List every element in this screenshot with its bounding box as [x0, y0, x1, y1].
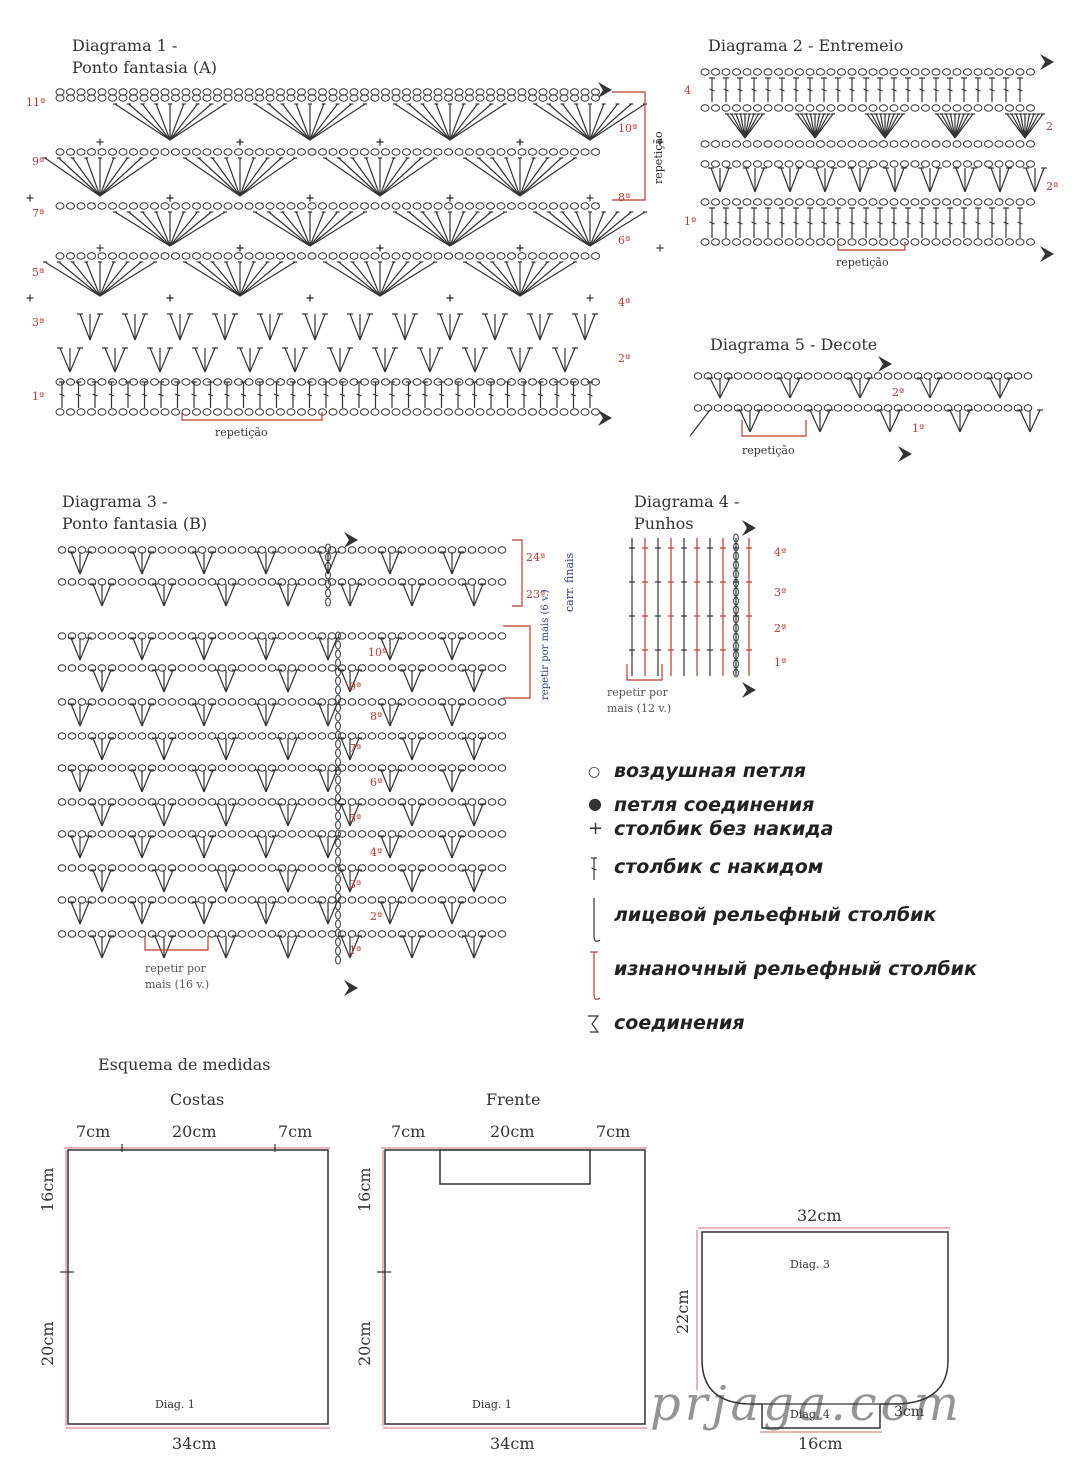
legend-text: столбик без накида: [614, 818, 833, 840]
watermark: prjaga.com: [650, 1376, 963, 1432]
row-number: 7ª: [349, 742, 361, 755]
measure: 20cm: [172, 1122, 217, 1141]
row-number: 1ª: [32, 390, 44, 403]
diagram-4-title: Diagrama 4 -: [634, 492, 739, 511]
row-number: 2ª: [892, 386, 904, 399]
row-number: 5ª: [32, 266, 44, 279]
schema-title: Esquema de medidas: [98, 1055, 271, 1074]
row-number: 1ª: [912, 422, 924, 435]
slip-stitch-icon: ●: [588, 794, 602, 813]
row-number: 4ª: [370, 846, 382, 859]
front-panel-label: Frente: [486, 1090, 540, 1109]
measure: 20cm: [490, 1122, 535, 1141]
repeat-label: mais (16 v.): [145, 978, 209, 991]
repeat-label: repetir por: [607, 686, 668, 699]
side-label: repetir por mais (6 v.): [540, 589, 551, 700]
repeat-side-label: repetição: [652, 131, 665, 184]
row-number: 10ª: [618, 122, 637, 135]
row-number: 7ª: [32, 207, 44, 220]
row-number: 2: [1046, 120, 1053, 133]
row-number: 3ª: [774, 586, 786, 599]
repeat-label: repetição: [836, 256, 889, 269]
measure: 7cm: [278, 1122, 312, 1141]
row-number: 9ª: [349, 680, 361, 693]
row-number: 10ª: [368, 646, 387, 659]
measure: 34cm: [490, 1434, 535, 1453]
back-panel-label: Costas: [170, 1090, 224, 1109]
row-number: 2ª: [774, 622, 786, 635]
diagram-4-chart: [627, 520, 756, 698]
measure: 16cm: [798, 1434, 843, 1453]
diagram-5-title: Diagrama 5 - Decote: [710, 335, 877, 354]
single-crochet-icon: +: [588, 818, 603, 839]
measure: 7cm: [391, 1122, 425, 1141]
row-number: 3ª: [349, 878, 361, 891]
legend-text: изнаночный рельефный столбик: [614, 958, 977, 980]
row-number: 24ª: [526, 551, 545, 564]
row-number: 11ª: [26, 96, 45, 109]
row-number: 1ª: [349, 944, 361, 957]
legend-text: соединения: [614, 1012, 745, 1034]
double-crochet-icon: [588, 856, 602, 1036]
row-number: 4ª: [774, 546, 786, 559]
chain-icon: ○: [588, 764, 600, 780]
row-number: 6ª: [370, 776, 382, 789]
measure: 32cm: [797, 1206, 842, 1225]
row-number: 6ª: [618, 234, 630, 247]
row-number: 3ª: [32, 316, 44, 329]
diagram-1-subtitle: Ponto fantasia (A): [72, 58, 217, 77]
measure: 16cm: [355, 1168, 374, 1213]
diagram-4-subtitle: Punhos: [634, 514, 694, 533]
repeat-label: repetição: [215, 426, 268, 439]
measure: 16cm: [38, 1168, 57, 1213]
legend-text: лицевой рельефный столбик: [614, 904, 936, 926]
measure: 22cm: [673, 1290, 692, 1335]
row-number: 8ª: [618, 191, 630, 204]
row-number: 2ª: [1046, 180, 1058, 193]
diagram-reference: Diag. 3: [790, 1258, 830, 1271]
row-number: 1ª: [684, 215, 696, 228]
row-number: 2ª: [618, 352, 630, 365]
diagram-reference: Diag. 1: [155, 1398, 195, 1411]
diagram-1-title: Diagrama 1 -: [72, 36, 177, 55]
row-number: 5ª: [349, 812, 361, 825]
measure: 34cm: [172, 1434, 217, 1453]
diagram-3-chart: [58, 532, 530, 996]
legend-text: столбик с накидом: [614, 856, 823, 878]
diagram-reference: Diag. 1: [472, 1398, 512, 1411]
measure: 7cm: [76, 1122, 110, 1141]
measure: 20cm: [38, 1322, 57, 1367]
diagram-2-title: Diagrama 2 - Entremeio: [708, 36, 903, 55]
side-label: carr. finais: [563, 553, 576, 612]
repeat-label: repetir por: [145, 962, 206, 975]
row-number: 1ª: [774, 656, 786, 669]
row-number: 4: [684, 84, 691, 97]
measure: 7cm: [596, 1122, 630, 1141]
row-number: 8ª: [370, 710, 382, 723]
diagram-3-title: Diagrama 3 -: [62, 492, 167, 511]
measure: 20cm: [355, 1322, 374, 1367]
repeat-label: repetição: [742, 444, 795, 457]
repeat-label: mais (12 v.): [607, 702, 671, 715]
row-number: 2ª: [370, 910, 382, 923]
row-number: 9ª: [32, 155, 44, 168]
legend-text: воздушная петля: [614, 760, 806, 782]
diagram-2-chart: [701, 54, 1054, 262]
diagram-1-chart: [27, 82, 664, 426]
diagram-3-subtitle: Ponto fantasia (B): [62, 514, 207, 533]
legend-text: петля соединения: [614, 794, 814, 816]
row-number: 4ª: [618, 296, 630, 309]
